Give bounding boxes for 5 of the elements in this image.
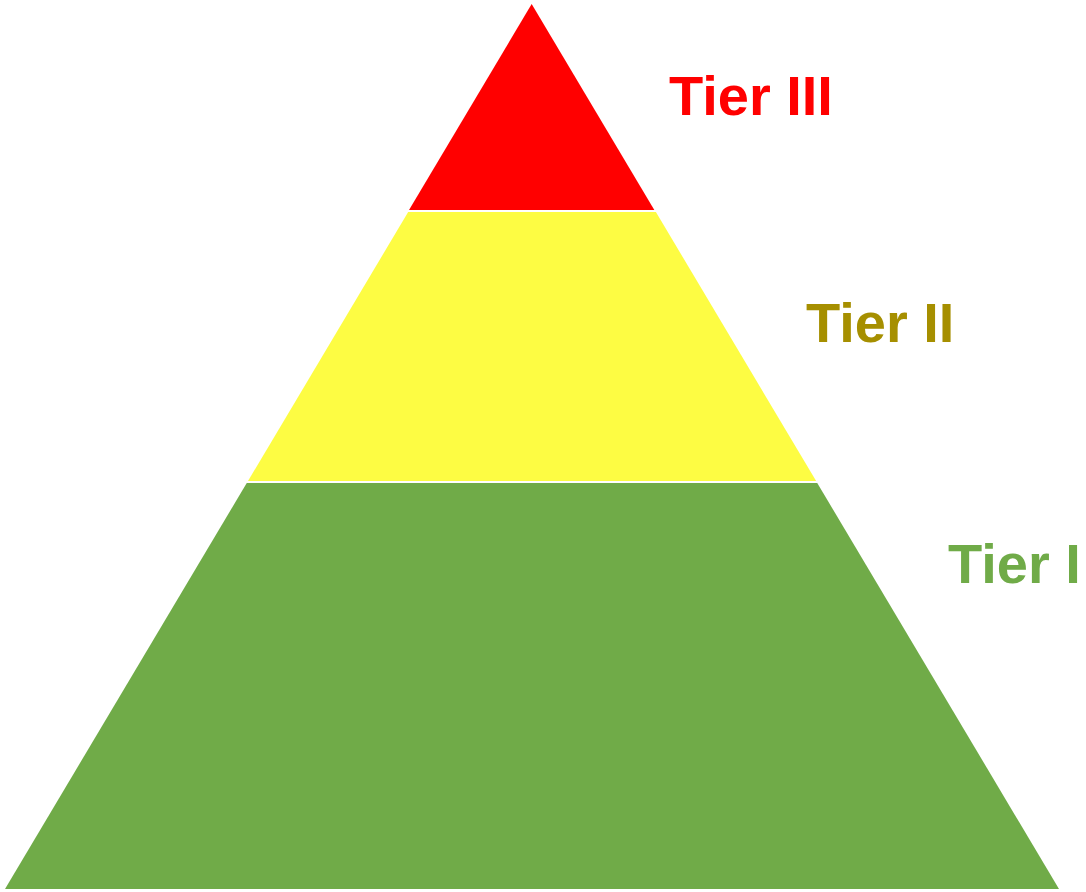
tier-label: Tier I [948, 536, 1081, 592]
pyramid-tier [5, 483, 1059, 889]
pyramid-tier [409, 4, 655, 210]
tier-label: Tier III [669, 68, 833, 124]
tier-label: Tier II [806, 295, 955, 351]
